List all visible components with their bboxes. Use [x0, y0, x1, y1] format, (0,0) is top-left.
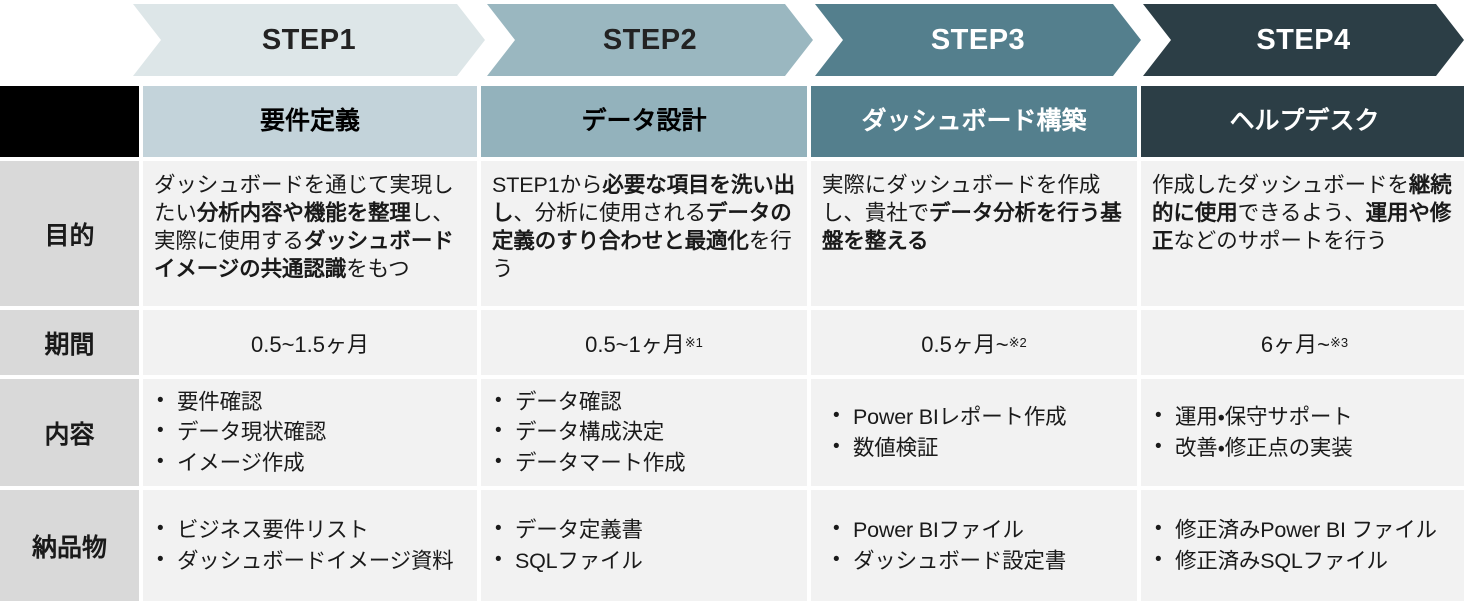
purpose-cell-step2: STEP1から必要な項目を洗い出し、分析に使用されるデータの定義のすり合わせと最…	[481, 161, 807, 306]
purpose-cell-step1: ダッシュボードを通じて実現したい分析内容や機能を整理し、実際に使用するダッシュボ…	[143, 161, 477, 306]
period-value: 0.5~1.5ヶ月	[250, 331, 369, 357]
period-cell-step2: 0.5~1ヶ月※1	[481, 310, 807, 375]
table-row-deliverables: 納品物 ビジネス要件リストダッシュボードイメージ資料 データ定義書SQLファイル…	[0, 490, 1464, 601]
period-text-step4: 6ヶ月~※3	[1141, 310, 1464, 375]
list-item: Power BIレポート作成	[819, 403, 1137, 432]
deliverables-list-step2: データ定義書SQLファイル	[481, 490, 807, 601]
content-cell-step4: 運用・保守サポート改善・修正点の実装	[1141, 379, 1464, 486]
header-cell-step2: データ設計	[481, 86, 807, 157]
list-item: データ確認	[481, 388, 807, 417]
step-arrow-1-label: STEP1	[261, 23, 357, 56]
list-item: 修正済みSQLファイル	[1141, 547, 1464, 576]
step-arrow-3: STEP3	[815, 4, 1141, 76]
list-item: データ構成決定	[481, 418, 807, 447]
header-corner-cell	[0, 86, 139, 157]
content-list-step4: 運用・保守サポート改善・修正点の実装	[1141, 379, 1464, 486]
content-list-step2: データ確認データ構成決定データマート作成	[481, 379, 807, 486]
content-cell-step3: Power BIレポート作成数値検証	[811, 379, 1137, 486]
deliverables-cell-step1: ビジネス要件リストダッシュボードイメージ資料	[143, 490, 477, 601]
header-title-step3: ダッシュボード構築	[861, 107, 1087, 135]
period-cell-step4: 6ヶ月~※3	[1141, 310, 1464, 375]
header-title-step2: データ設計	[581, 107, 707, 135]
deliverables-cell-step2: データ定義書SQLファイル	[481, 490, 807, 601]
step-arrow-ribbon: STEP1 STEP2 STEP3 STEP4	[0, 4, 1464, 76]
deliverables-list-step4: 修正済みPower BI ファイル修正済みSQLファイル	[1141, 490, 1464, 601]
content-list-step3: Power BIレポート作成数値検証	[811, 379, 1137, 486]
period-text-step3: 0.5ヶ月~※2	[811, 310, 1137, 375]
period-footnote-marker: ※3	[1329, 335, 1349, 350]
purpose-text-step4: 作成したダッシュボードを継続的に使用できるよう、運用や修正などのサポートを行う	[1152, 173, 1452, 253]
table-row-purpose: 目的 ダッシュボードを通じて実現したい分析内容や機能を整理し、実際に使用するダッ…	[0, 161, 1464, 306]
header-title-step4: ヘルプデスク	[1229, 107, 1380, 135]
purpose-text-step3: 実際にダッシュボードを作成し、貴社でデータ分析を行う基盤を整える	[822, 173, 1122, 253]
list-item: データ現状確認	[143, 418, 477, 447]
list-item: イメージ作成	[143, 449, 477, 478]
row-label-purpose: 目的	[0, 161, 139, 306]
comparison-table: 要件定義 データ設計 ダッシュボード構築 ヘルプデスク 目的 ダッシュボードを通…	[0, 86, 1464, 605]
row-label-period: 期間	[0, 310, 139, 375]
content-cell-step1: 要件確認データ現状確認イメージ作成	[143, 379, 477, 486]
period-value: 6ヶ月~	[1260, 331, 1330, 357]
step-arrow-2-label: STEP2	[602, 23, 698, 56]
step-arrow-2: STEP2	[487, 4, 813, 76]
period-footnote-marker: ※1	[684, 335, 703, 350]
purpose-text-step2: STEP1から必要な項目を洗い出し、分析に使用されるデータの定義のすり合わせと最…	[492, 173, 796, 281]
list-item: 数値検証	[819, 434, 1137, 463]
header-cell-step4: ヘルプデスク	[1141, 86, 1464, 157]
row-label-deliverables: 納品物	[0, 490, 139, 601]
list-item: 改善・修正点の実装	[1141, 434, 1464, 463]
deliverables-list-step1: ビジネス要件リストダッシュボードイメージ資料	[143, 490, 477, 601]
period-footnote-marker: ※2	[1008, 335, 1027, 350]
step-arrow-4: STEP4	[1143, 4, 1464, 76]
period-cell-step1: 0.5~1.5ヶ月	[143, 310, 477, 375]
period-value: 0.5ヶ月~	[921, 331, 1009, 357]
header-cell-step1: 要件定義	[143, 86, 477, 157]
deliverables-cell-step3: Power BIファイルダッシュボード設定書	[811, 490, 1137, 601]
list-item: 修正済みPower BI ファイル	[1141, 516, 1464, 545]
step-arrow-3-label: STEP3	[930, 23, 1026, 56]
list-item: 要件確認	[143, 388, 477, 417]
period-cell-step3: 0.5ヶ月~※2	[811, 310, 1137, 375]
table-header-row: 要件定義 データ設計 ダッシュボード構築 ヘルプデスク	[0, 86, 1464, 157]
list-item: ダッシュボード設定書	[819, 547, 1137, 576]
list-item: 運用・保守サポート	[1141, 403, 1464, 432]
header-title-step1: 要件定義	[259, 107, 360, 135]
purpose-cell-step4: 作成したダッシュボードを継続的に使用できるよう、運用や修正などのサポートを行う	[1141, 161, 1464, 306]
content-list-step1: 要件確認データ現状確認イメージ作成	[143, 379, 477, 486]
period-text-step2: 0.5~1ヶ月※1	[481, 310, 807, 375]
step-arrow-1: STEP1	[133, 4, 485, 76]
purpose-cell-step3: 実際にダッシュボードを作成し、貴社でデータ分析を行う基盤を整える	[811, 161, 1137, 306]
step-arrow-4-label: STEP4	[1256, 23, 1351, 56]
purpose-text-step1: ダッシュボードを通じて実現したい分析内容や機能を整理し、実際に使用するダッシュボ…	[154, 173, 454, 281]
list-item: ダッシュボードイメージ資料	[143, 547, 477, 576]
list-item: データマート作成	[481, 449, 807, 478]
header-cell-step3: ダッシュボード構築	[811, 86, 1137, 157]
list-item: ビジネス要件リスト	[143, 516, 477, 545]
list-item: データ定義書	[481, 516, 807, 545]
list-item: Power BIファイル	[819, 516, 1137, 545]
period-value: 0.5~1ヶ月	[585, 331, 685, 357]
list-item: SQLファイル	[481, 547, 807, 576]
deliverables-cell-step4: 修正済みPower BI ファイル修正済みSQLファイル	[1141, 490, 1464, 601]
row-label-content: 内容	[0, 379, 139, 486]
table-row-period: 期間 0.5~1.5ヶ月 0.5~1ヶ月※1 0.5ヶ月~※2 6ヶ月~※3	[0, 310, 1464, 375]
deliverables-list-step3: Power BIファイルダッシュボード設定書	[811, 490, 1137, 601]
content-cell-step2: データ確認データ構成決定データマート作成	[481, 379, 807, 486]
period-text-step1: 0.5~1.5ヶ月	[143, 310, 477, 375]
table-row-content: 内容 要件確認データ現状確認イメージ作成 データ確認データ構成決定データマート作…	[0, 379, 1464, 486]
